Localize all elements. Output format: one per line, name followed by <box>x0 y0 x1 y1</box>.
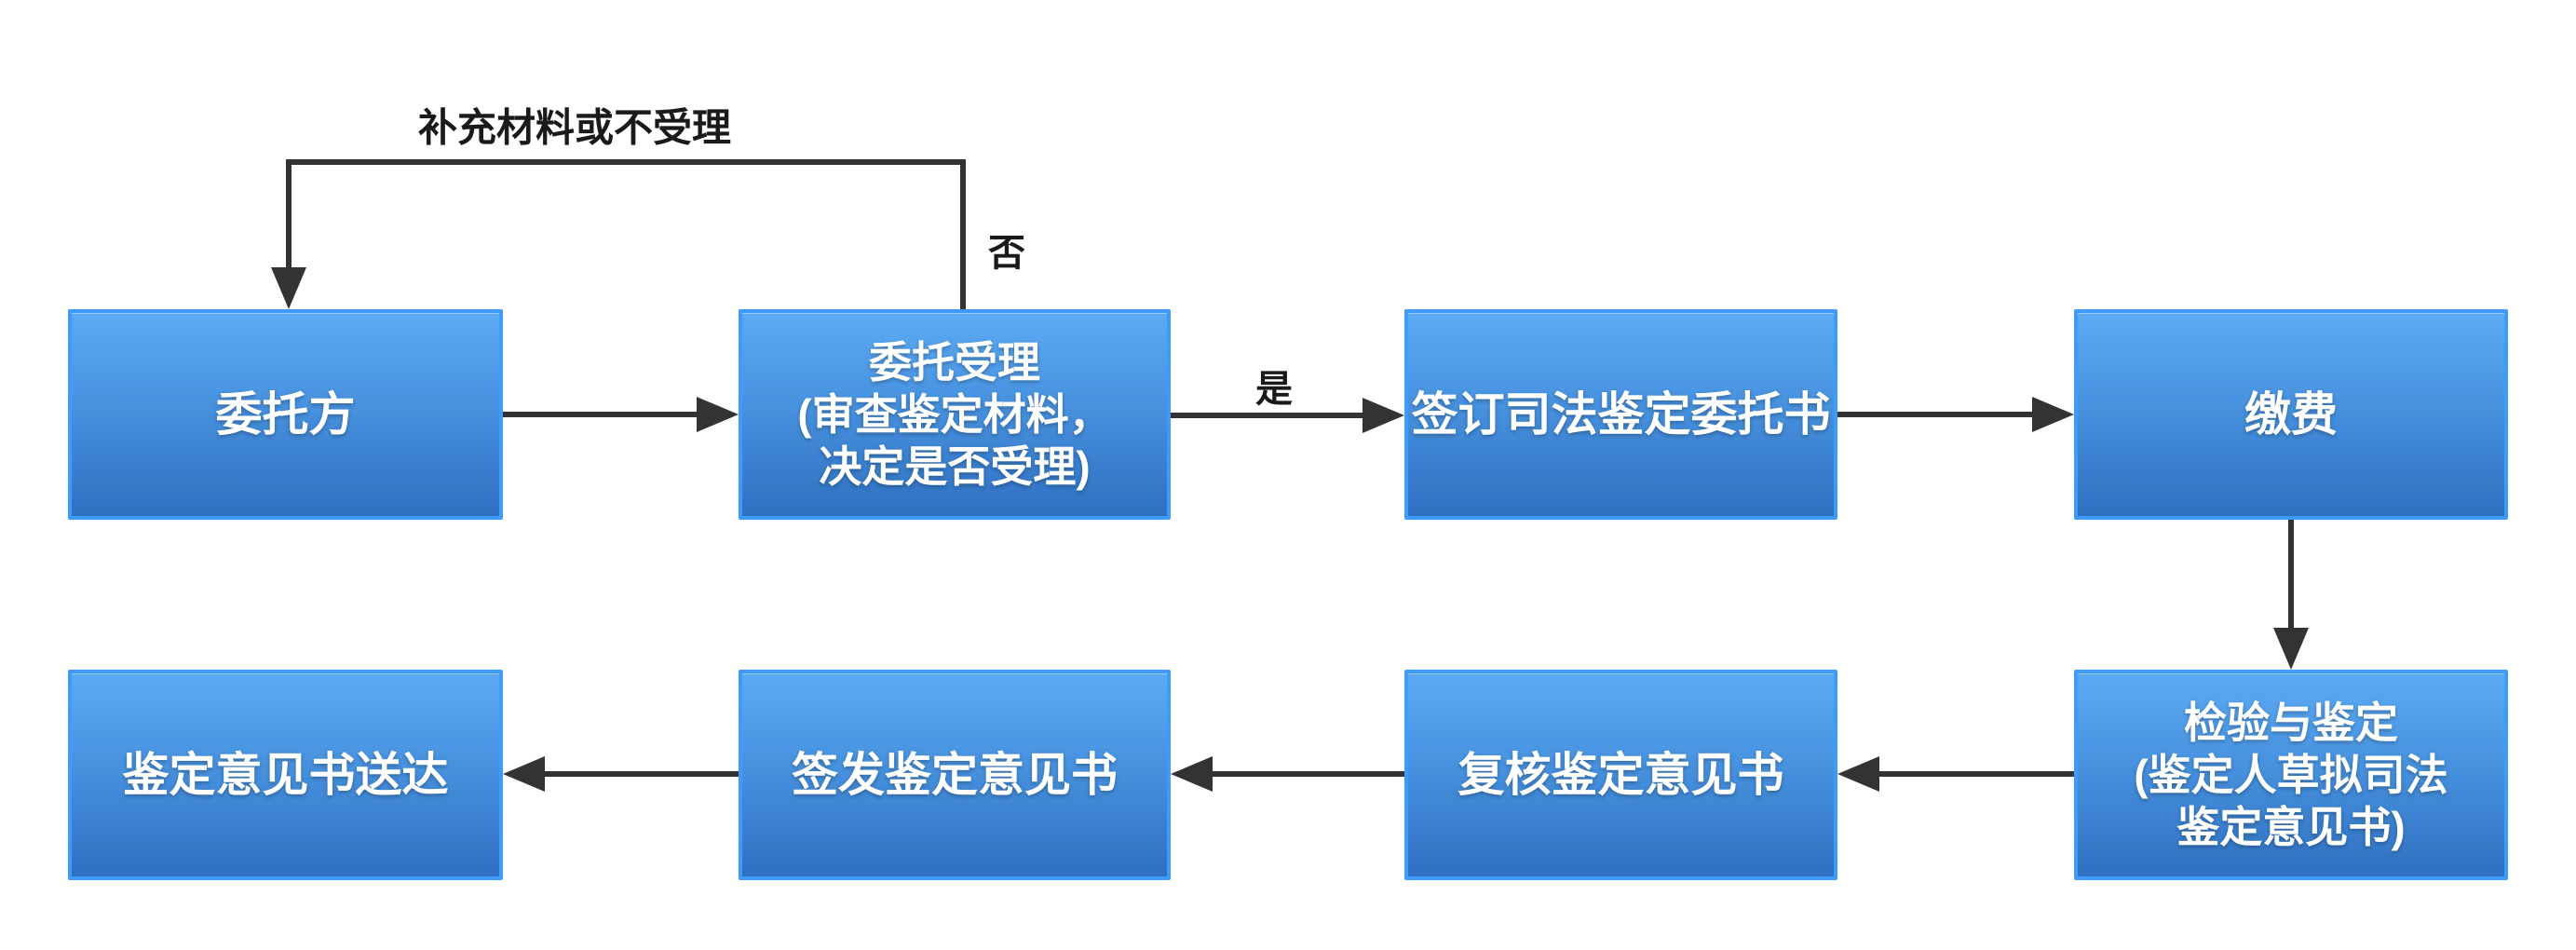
arrowhead-sign-to-payment <box>2032 397 2074 432</box>
arrowhead-client-to-acceptance <box>697 397 739 432</box>
flow-node-review: 复核鉴定意见书 <box>1404 670 1837 880</box>
flow-node-issue: 签发鉴定意见书 <box>739 670 1171 880</box>
arrowhead-inspection-to-review <box>1837 756 1879 792</box>
edge-label-yes: 是 <box>1255 369 1293 410</box>
arrowhead-issue-to-delivery <box>503 756 545 792</box>
arrowhead-payment-to-inspection <box>2273 628 2309 670</box>
arrowhead-acceptance-to-client-loop <box>271 267 306 309</box>
edge-label-no: 否 <box>988 233 1025 274</box>
arrowhead-acceptance-to-sign <box>1363 398 1404 433</box>
flow-node-inspection: 检验与鉴定 (鉴定人草拟司法 鉴定意见书) <box>2074 670 2508 880</box>
connector-acceptance-to-client-loop <box>286 159 966 309</box>
arrowhead-review-to-issue <box>1171 756 1213 792</box>
flow-node-acceptance: 委托受理 (审查鉴定材料， 决定是否受理) <box>739 309 1171 520</box>
flow-node-sign-agreement: 签订司法鉴定委托书 <box>1404 309 1837 520</box>
flow-node-payment: 缴费 <box>2074 309 2508 520</box>
flow-node-delivery: 鉴定意见书送达 <box>68 670 503 880</box>
edge-label-loop-annotation: 补充材料或不受理 <box>417 105 732 150</box>
flow-node-client: 委托方 <box>68 309 503 520</box>
